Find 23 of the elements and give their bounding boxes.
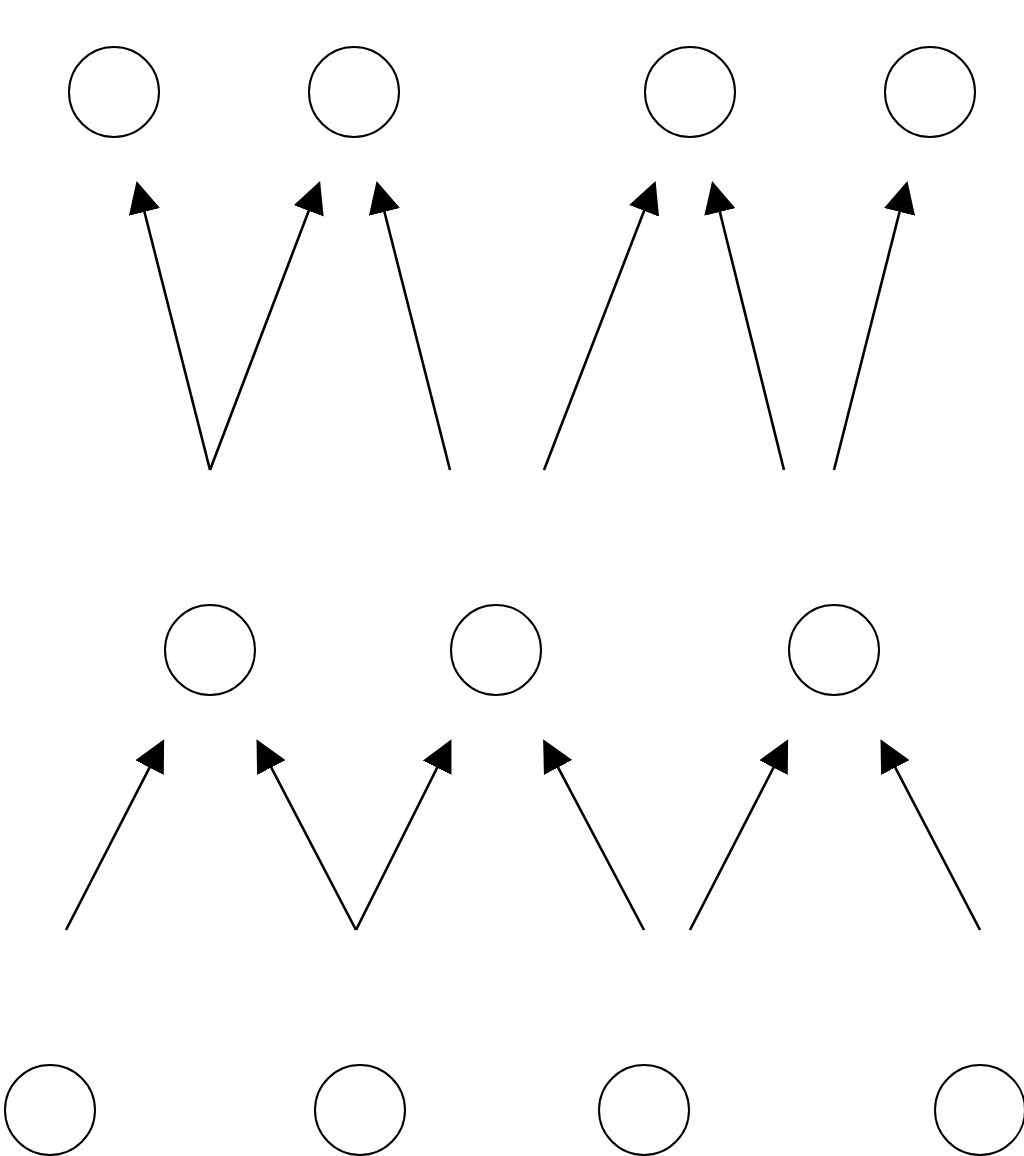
arrow — [128, 180, 212, 471]
circle-node — [884, 46, 976, 138]
arrow — [542, 181, 659, 471]
circle-node — [598, 1064, 690, 1156]
arrow — [688, 739, 789, 931]
circle-node — [644, 46, 736, 138]
circle-node — [934, 1064, 1024, 1156]
circle-node — [68, 46, 160, 138]
circle-node — [4, 1064, 96, 1156]
circle-node — [164, 604, 256, 696]
arrow — [543, 739, 646, 931]
circle-node — [308, 46, 400, 138]
arrow — [704, 180, 786, 471]
arrow — [208, 181, 324, 471]
arrow — [354, 739, 452, 931]
circle-node — [314, 1064, 406, 1156]
arrow — [880, 739, 982, 931]
arrow — [832, 180, 916, 471]
arrow — [368, 180, 452, 471]
arrow — [256, 739, 358, 931]
circle-node — [450, 604, 542, 696]
circle-node — [788, 604, 880, 696]
arrow — [64, 739, 165, 931]
